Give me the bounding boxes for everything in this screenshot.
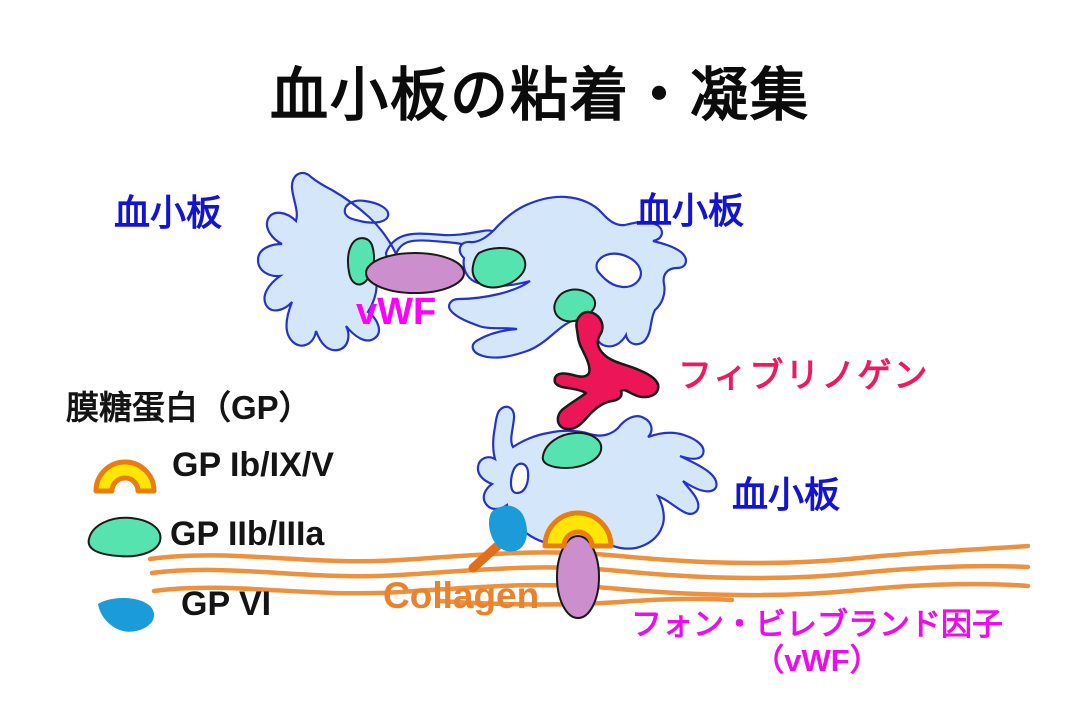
collagen-fibers: [147, 543, 1031, 607]
vwf-short-label: vWF: [356, 291, 437, 333]
vwf-molecule-bottom: [556, 535, 600, 619]
vwf-full-label-line2: （vWF）: [753, 642, 881, 678]
platelet-label-bottom: 血小板: [732, 474, 841, 515]
gp2b3a-receptor: [541, 431, 603, 470]
slide-title: 血小板の粘着・凝集: [269, 63, 810, 128]
legend-label-gp1b: GP Ib/IX/V: [172, 446, 334, 484]
collagen-fiber-1: [147, 543, 1031, 566]
legend-label-gp2b3a: GP IIb/IIIa: [170, 515, 325, 553]
vwf-molecule-top: [365, 252, 465, 294]
platelet-label-top-left: 血小板: [114, 192, 223, 233]
gp1b-arch-receptor: [542, 510, 614, 549]
legend-title: 膜糖蛋白（GP）: [66, 389, 312, 426]
gp2b3a-receptor: [471, 247, 527, 289]
platelet-top-right-body: [448, 195, 687, 359]
platelet-label-top-right: 血小板: [636, 190, 745, 231]
platelet-bottom: [468, 405, 718, 619]
platelet-bottom-body: [476, 405, 718, 550]
collagen-fiber-3: [151, 581, 1031, 598]
vwf-full-label: フォン・ビレブランド因子 （vWF）: [607, 607, 1027, 678]
fibrinogen-molecule: [553, 310, 660, 431]
gp6-receptor: [488, 505, 527, 552]
legend-label-gp6: GP VI: [181, 585, 272, 623]
collagen-fiber-2: [149, 563, 1031, 581]
gp2b3a-blob-icon: [87, 516, 162, 558]
fibrinogen-label: フィブリノゲン: [678, 357, 930, 395]
legend-icons: [87, 459, 162, 632]
vwf-full-label-line1: フォン・ビレブランド因子: [631, 607, 1003, 642]
gp6-wedge-icon: [98, 598, 155, 632]
collagen-fiber-4: [437, 596, 735, 607]
gp1b-arch-icon: [93, 459, 157, 494]
collagen-label: Collagen: [383, 575, 540, 616]
